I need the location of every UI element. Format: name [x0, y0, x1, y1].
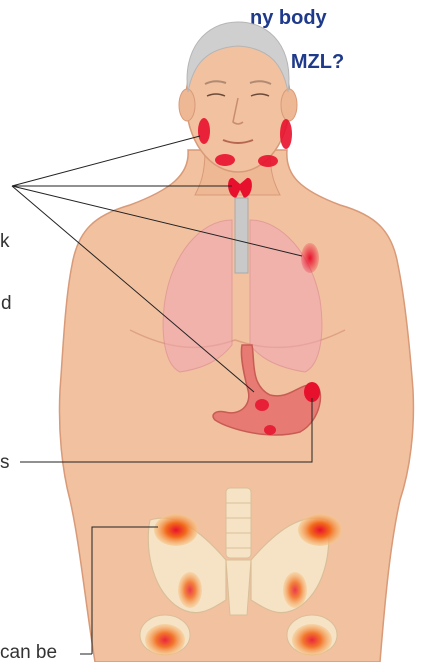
- left-ear: [179, 89, 195, 121]
- submandibular-left-lesion: [215, 154, 235, 166]
- bone-marrow-lesion-left-femur: [145, 624, 185, 656]
- stomach-lesion-2: [255, 399, 269, 411]
- parotid-right-lesion: [280, 119, 292, 149]
- bone-marrow-lesion-right-pelvis: [283, 572, 307, 608]
- parotid-left-lesion: [198, 118, 210, 144]
- bone-marrow-lesion-left-pelvis: [178, 572, 202, 608]
- bone-marrow-lesion-right-femur: [292, 624, 332, 656]
- lung-lesion: [301, 243, 319, 273]
- bone-marrow-lesion-right-ilium: [298, 514, 342, 546]
- bone-marrow-lesion-left-ilium: [154, 514, 198, 546]
- stomach-lesion-3: [264, 425, 276, 435]
- leader-line-to-neck: [12, 136, 200, 186]
- trachea: [235, 198, 248, 273]
- right-ear: [281, 89, 297, 121]
- sacrum: [226, 560, 251, 615]
- submandibular-right-lesion: [258, 155, 278, 167]
